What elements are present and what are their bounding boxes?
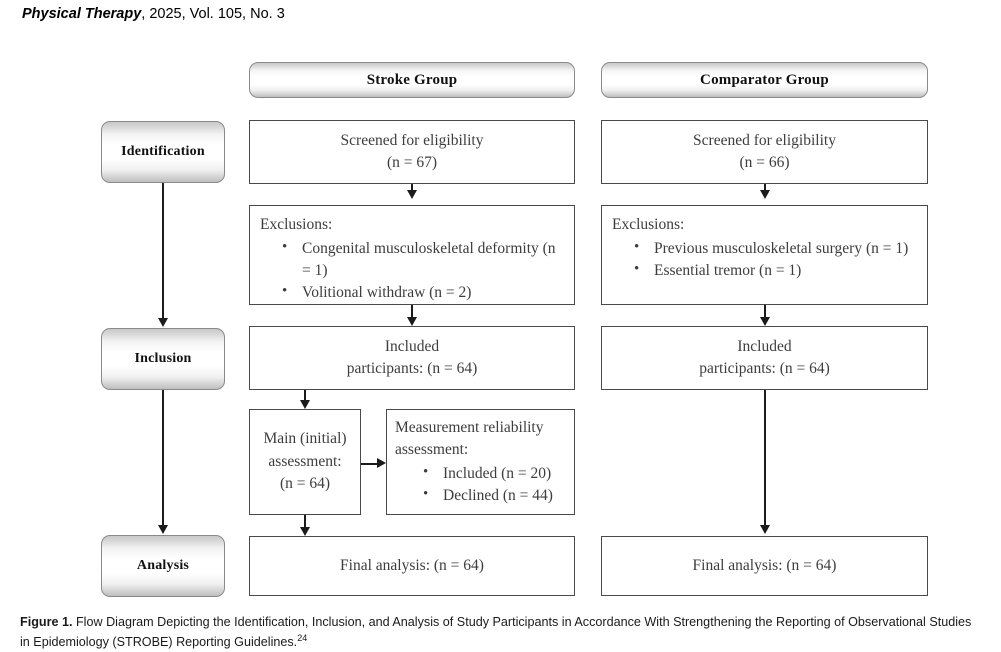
- comparator-final-analysis-line1: Final analysis: (n = 64): [692, 556, 837, 574]
- comparator-final-analysis-box: Final analysis: (n = 64): [601, 536, 928, 596]
- stroke-arrow-main-to-reliability: [377, 458, 386, 468]
- stage-inclusion-label: Inclusion: [134, 351, 192, 366]
- stroke-arrow-exclusions-to-included: [406, 317, 417, 326]
- stroke-exclusions-list: Congenital musculoskeletal deformity (n …: [260, 237, 564, 304]
- column-header-stroke-group: Stroke Group: [249, 62, 575, 98]
- stroke-final-analysis-box: Final analysis: (n = 64): [249, 536, 575, 596]
- list-item: Congenital musculoskeletal deformity (n …: [282, 237, 564, 282]
- stroke-exclusions-heading: Exclusions:: [260, 216, 333, 233]
- column-header-comparator-group-label: Comparator Group: [700, 71, 829, 88]
- journal-title: Physical Therapy: [22, 6, 142, 22]
- stroke-screened-line1: Screened for eligibility: [340, 131, 484, 149]
- stroke-main-assessment-line1: Main (initial): [263, 430, 347, 448]
- stroke-reliability-box: Measurement reliability assessment: Incl…: [386, 409, 575, 515]
- figure-caption-text: Flow Diagram Depicting the Identificatio…: [20, 615, 972, 650]
- comparator-line-exclusions-to-included: [764, 305, 766, 319]
- comparator-screened-line2: (n = 66): [739, 154, 790, 171]
- stage-identification: Identification: [101, 121, 225, 183]
- comparator-included-line1: Included: [737, 337, 792, 355]
- stroke-arrow-screened-to-exclusions: [406, 190, 417, 199]
- stage-identification-label: Identification: [121, 144, 205, 159]
- column-header-stroke-group-label: Stroke Group: [366, 71, 458, 88]
- stroke-line-included-to-main: [304, 390, 306, 402]
- stroke-screened-box: Screened for eligibility (n = 67): [249, 120, 575, 184]
- comparator-arrow-included-to-final: [759, 525, 770, 534]
- list-item: Volitional withdraw (n = 2): [282, 281, 564, 304]
- stroke-main-assessment-line2: assessment:: [268, 452, 342, 470]
- stage-analysis-label: Analysis: [136, 558, 190, 573]
- comparator-exclusions-box: Exclusions: Previous musculoskeletal sur…: [601, 205, 928, 305]
- comparator-included-box: Included participants: (n = 64): [601, 326, 928, 390]
- comparator-arrow-screened-to-exclusions: [759, 190, 770, 199]
- stage-connector-line-1: [162, 183, 164, 319]
- stage-inclusion: Inclusion: [101, 328, 225, 390]
- stroke-reliability-line2: assessment:: [395, 441, 469, 458]
- list-item: Included (n = 20): [423, 462, 566, 485]
- list-item: Declined (n = 44): [423, 484, 566, 507]
- list-item: Essential tremor (n = 1): [634, 259, 917, 282]
- stroke-main-assessment-line3: (n = 64): [279, 475, 331, 493]
- stroke-included-line2: participants: (n = 64): [346, 360, 478, 377]
- list-item: Previous musculoskeletal surgery (n = 1): [634, 237, 917, 260]
- comparator-screened-line1: Screened for eligibility: [693, 131, 836, 149]
- column-header-comparator-group: Comparator Group: [601, 62, 928, 98]
- comparator-screened-box: Screened for eligibility (n = 66): [601, 120, 928, 184]
- stroke-reliability-list: Included (n = 20) Declined (n = 44): [395, 462, 566, 507]
- stroke-screened-line2: (n = 67): [386, 154, 438, 171]
- comparator-line-included-to-final: [764, 390, 766, 526]
- stroke-arrow-main-to-final: [299, 527, 310, 536]
- comparator-exclusions-heading: Exclusions:: [612, 216, 685, 233]
- flow-diagram: Stroke Group Comparator Group Identifica…: [0, 0, 1001, 610]
- stroke-included-line1: Included: [384, 337, 440, 355]
- figure-caption: Figure 1. Flow Diagram Depicting the Ide…: [20, 614, 982, 652]
- running-head: Physical Therapy, 2025, Vol. 105, No. 3: [22, 6, 285, 22]
- stage-analysis: Analysis: [101, 535, 225, 597]
- stroke-line-screened-to-exclusions: [411, 184, 413, 192]
- stage-connector-line-2: [162, 390, 164, 526]
- stroke-main-assessment-box: Main (initial) assessment: (n = 64): [249, 409, 361, 515]
- running-head-rest: , 2025, Vol. 105, No. 3: [141, 6, 285, 22]
- stroke-included-box: Included participants: (n = 64): [249, 326, 575, 390]
- stroke-line-main-to-final: [304, 515, 306, 529]
- stroke-reliability-line1: Measurement reliability: [395, 419, 544, 436]
- stage-connector-arrow-1: [157, 318, 168, 327]
- stroke-exclusions-box: Exclusions: Congenital musculoskeletal d…: [249, 205, 575, 305]
- comparator-line-screened-to-exclusions: [764, 184, 766, 192]
- comparator-arrow-exclusions-to-included: [759, 317, 770, 326]
- stage-connector-arrow-2: [157, 525, 168, 534]
- figure-caption-label: Figure 1.: [20, 615, 73, 629]
- comparator-included-line2: participants: (n = 64): [699, 360, 830, 377]
- stroke-line-exclusions-to-included: [411, 305, 413, 319]
- stroke-line-main-to-reliability: [361, 463, 378, 465]
- stroke-arrow-included-to-main: [299, 400, 310, 409]
- comparator-exclusions-list: Previous musculoskeletal surgery (n = 1)…: [612, 237, 917, 282]
- figure-caption-reference: 24: [297, 632, 308, 643]
- stroke-final-analysis-line1: Final analysis: (n = 64): [340, 556, 484, 574]
